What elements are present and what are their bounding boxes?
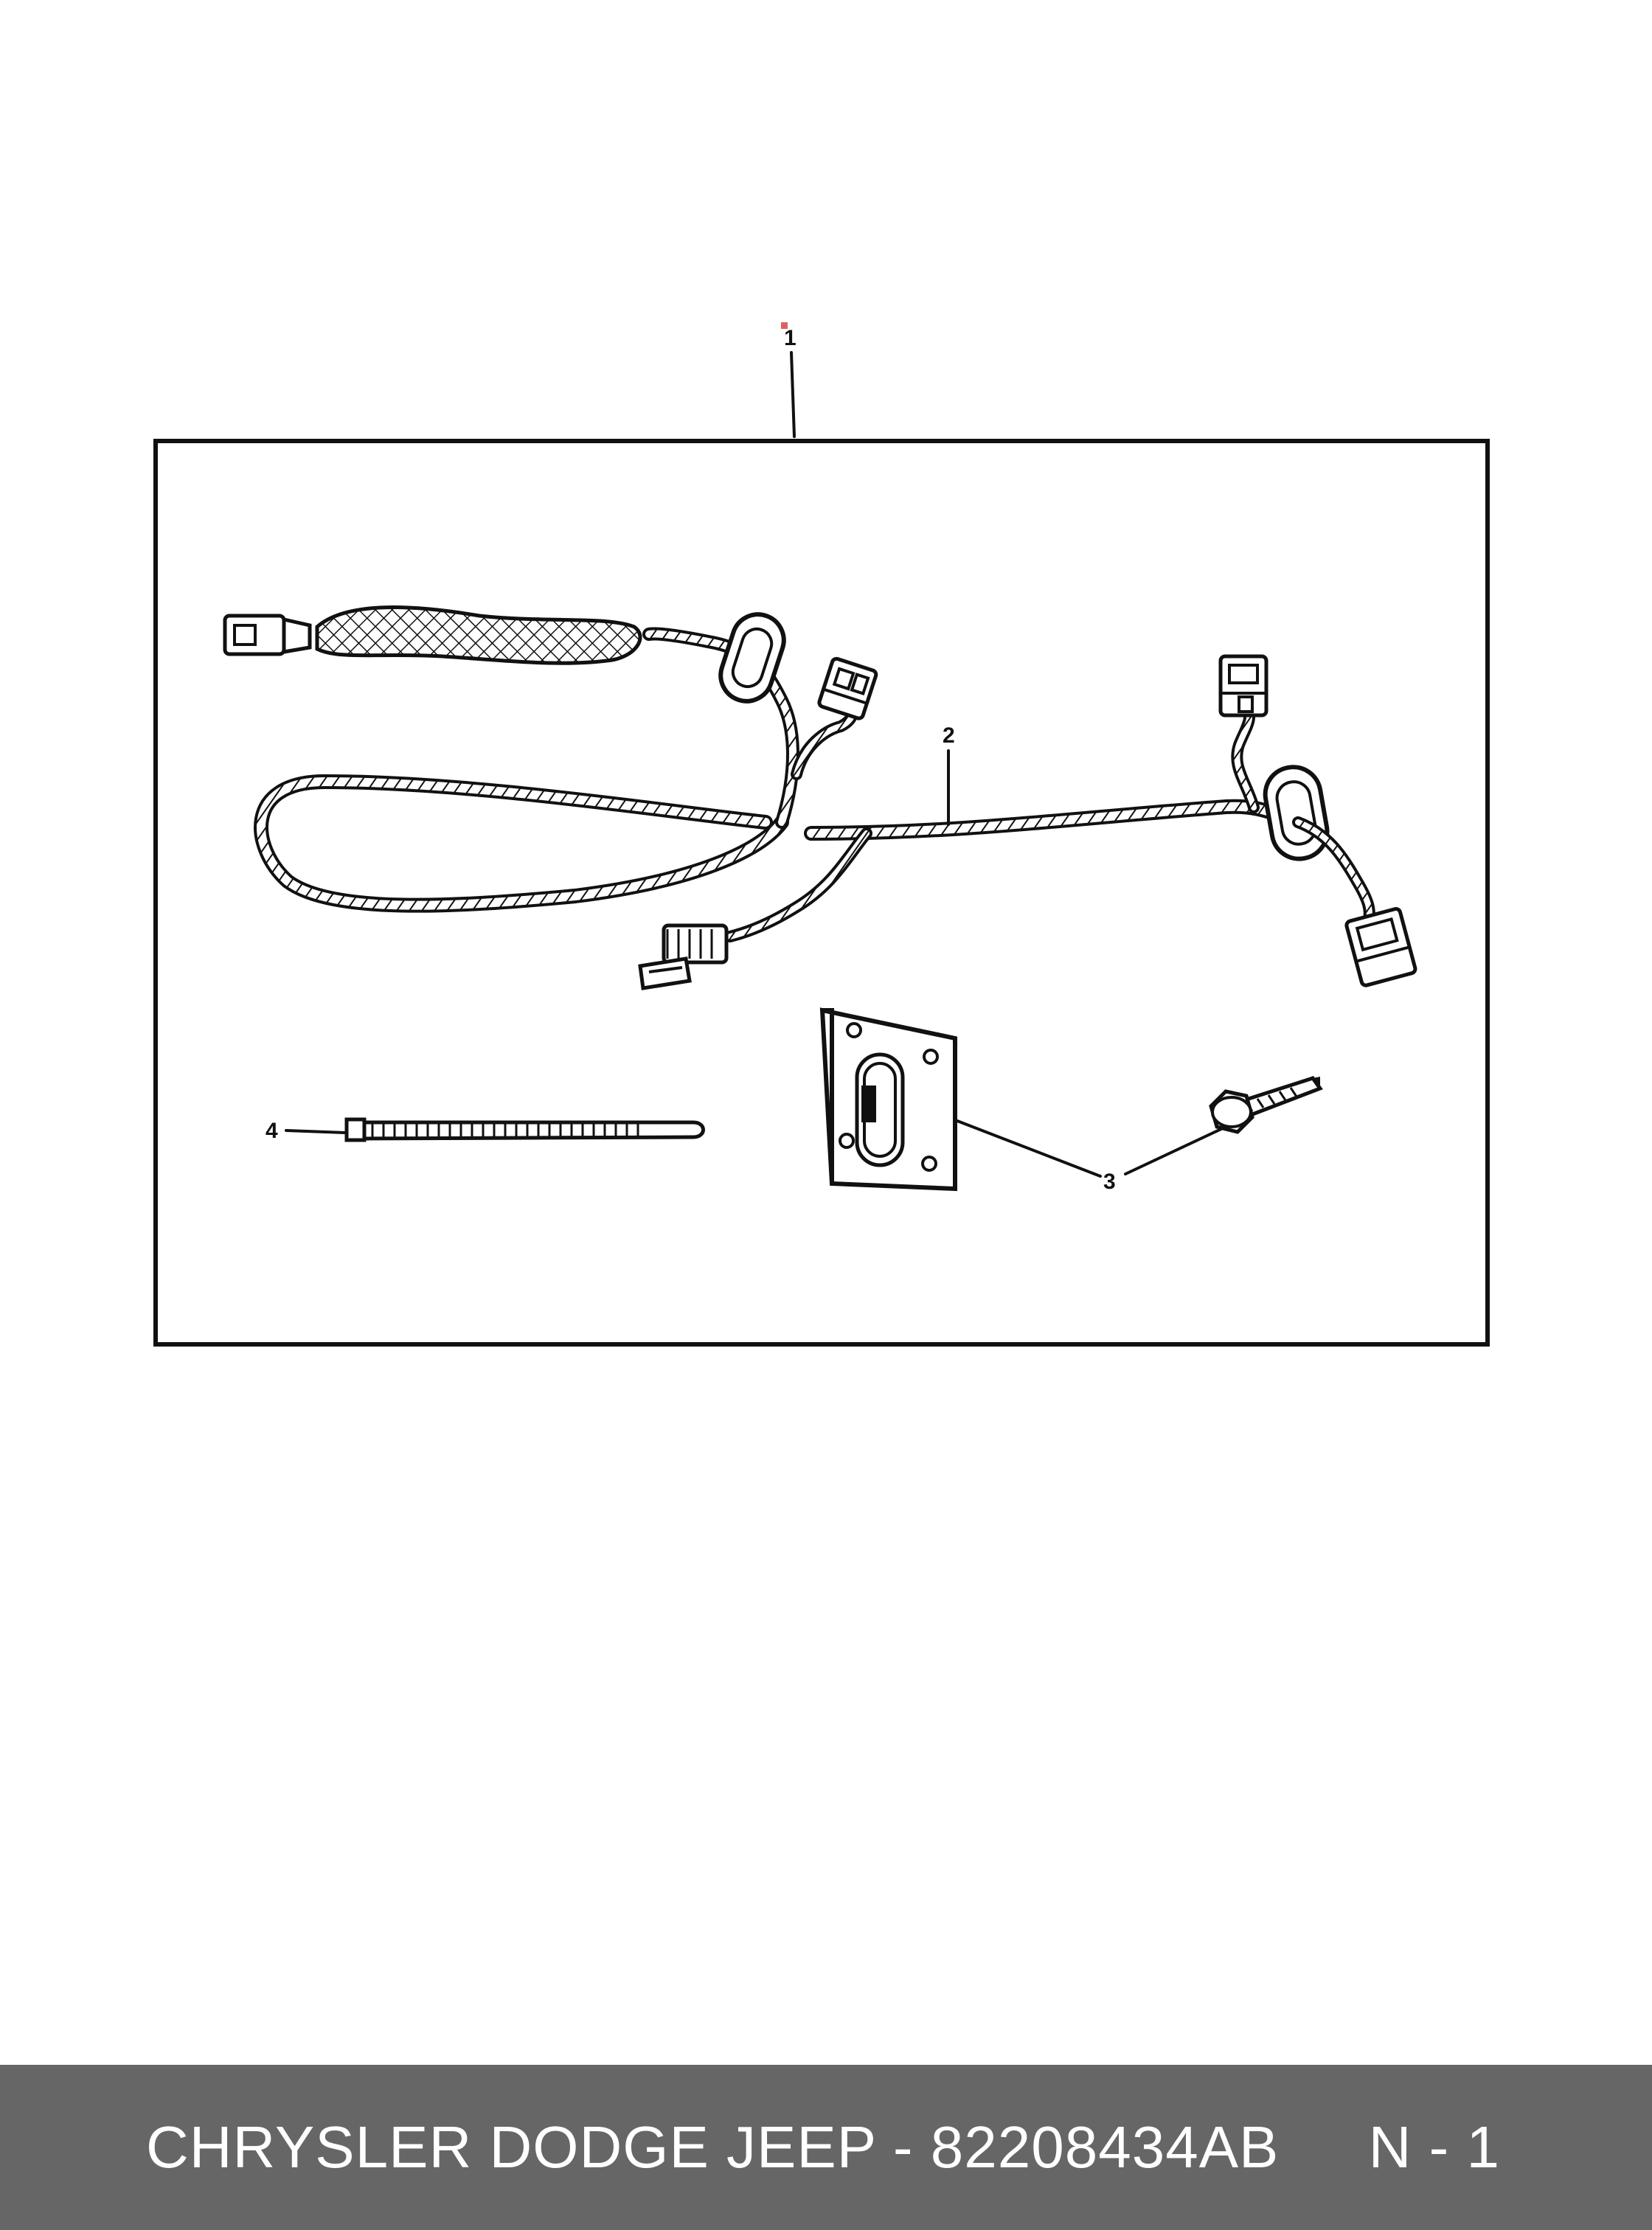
- kit-frame: [153, 439, 1490, 1347]
- callout-3-leader-screw: [1124, 1127, 1224, 1175]
- red-marker: [781, 322, 788, 329]
- connector-upper-middle: [817, 656, 878, 720]
- footer-page-number: N - 1: [1368, 2114, 1500, 2180]
- grommet-right: [1263, 765, 1330, 861]
- connector-lower: [638, 923, 729, 990]
- parts-diagram: 1: [153, 322, 1490, 1347]
- callout-2-label: 2: [943, 723, 955, 748]
- mounting-bracket: [819, 1007, 957, 1192]
- harness-loop: [254, 774, 789, 913]
- connector-right-end: [1344, 907, 1417, 987]
- connector-left-end: [223, 614, 312, 656]
- callout-4-leader: [285, 1129, 347, 1134]
- screw: [1209, 1076, 1323, 1134]
- callout-4-label: 4: [266, 1119, 278, 1143]
- footer-bar: CHRYSLER DODGE JEEP - 82208434AB N - 1: [0, 2065, 1652, 2230]
- callout-1-leader: [790, 351, 796, 438]
- wiring-harness: [223, 605, 1417, 990]
- callout-3-label: 3: [1103, 1170, 1116, 1194]
- grommet-left: [718, 612, 786, 704]
- connector-right-top: [1218, 654, 1268, 718]
- footer-title: CHRYSLER DODGE JEEP - 82208434AB: [146, 2114, 1280, 2180]
- harness-sleeve: [315, 605, 642, 665]
- callout-1-label: 1: [784, 326, 796, 350]
- cable-tie: [344, 1117, 705, 1142]
- callout-3-leader-bracket: [956, 1119, 1102, 1178]
